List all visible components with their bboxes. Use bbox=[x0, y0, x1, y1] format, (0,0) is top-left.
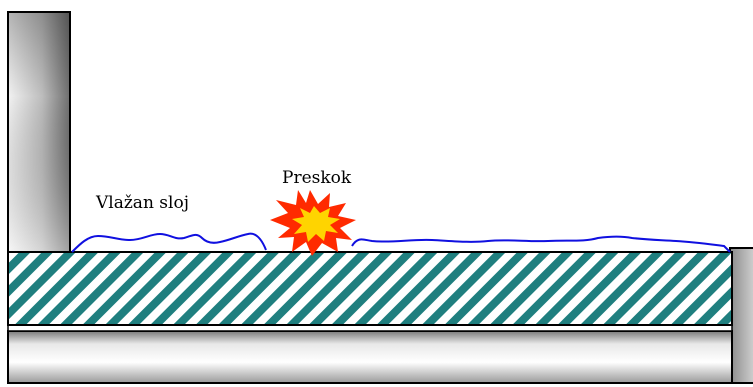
flashover-label: Preskok bbox=[282, 168, 352, 188]
bottom-electrode bbox=[7, 330, 733, 384]
left-electrode-shading bbox=[9, 13, 69, 251]
moisture-layer-line bbox=[71, 232, 267, 253]
right-electrode bbox=[729, 247, 753, 384]
spark-inner bbox=[292, 206, 340, 242]
moist-layer-label: Vlažan sloj bbox=[95, 193, 189, 213]
insulation-slab bbox=[7, 251, 733, 326]
moisture-layer-line-right bbox=[351, 235, 731, 253]
spark-icon bbox=[270, 190, 356, 256]
